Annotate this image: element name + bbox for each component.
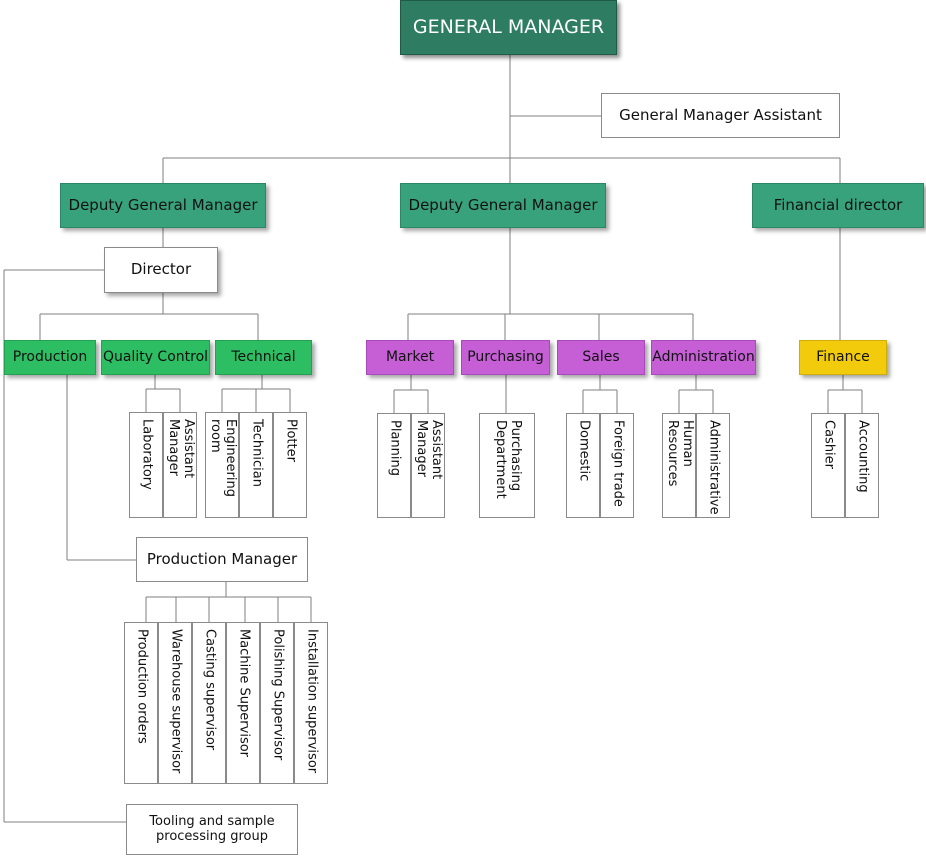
qc-child-label: Assistant Manager <box>166 419 196 479</box>
sales-child-label: Domestic <box>576 420 592 482</box>
market-box: Market <box>366 340 454 375</box>
technical-child-box: Plotter <box>273 412 307 518</box>
sales-box: Sales <box>557 340 645 375</box>
technical-child-label: Plotter <box>283 419 299 462</box>
sales-child-box: Foreign trade <box>600 413 634 518</box>
admin-child-label: Administrative <box>706 420 722 515</box>
finance-child-label: Cashier <box>821 420 837 470</box>
qc-child-box: Assistant Manager <box>163 412 197 518</box>
market-child-box: Assistant Manager <box>411 413 445 518</box>
production-manager-child-box: Polishing Supervisor <box>260 622 294 784</box>
deputy-gm-left-label: Deputy General Manager <box>68 195 258 214</box>
technical-child-box: Technician <box>239 412 273 518</box>
market-child-box: Planning <box>377 413 411 518</box>
general-manager-box: GENERAL MANAGER <box>400 0 617 55</box>
sales-child-label: Foreign trade <box>610 420 626 507</box>
general-manager-assistant-label: General Manager Assistant <box>619 105 822 124</box>
admin-child-label: Human Resources <box>665 420 695 487</box>
administration-box: Administration <box>651 340 756 375</box>
finance-child-box: Cashier <box>811 413 845 518</box>
deputy-gm-left-box: Deputy General Manager <box>60 183 266 228</box>
financial-director-box: Financial director <box>752 183 924 228</box>
production-manager-child-label: Casting supervisor <box>202 629 218 751</box>
technical-box: Technical <box>215 340 312 375</box>
deputy-gm-center-label: Deputy General Manager <box>408 195 598 214</box>
sales-label: Sales <box>582 349 620 366</box>
quality-control-label: Quality Control <box>102 349 209 366</box>
financial-director-label: Financial director <box>773 195 903 214</box>
production-manager-child-box: Production orders <box>124 622 158 784</box>
admin-child-box: Human Resources <box>662 413 696 518</box>
sales-child-box: Domestic <box>566 413 600 518</box>
technical-child-label: Technician <box>249 419 265 487</box>
general-manager-assistant-box: General Manager Assistant <box>601 93 840 138</box>
production-manager-child-label: Warehouse supervisor <box>168 629 184 774</box>
market-label: Market <box>385 349 435 366</box>
director-label: Director <box>130 260 192 279</box>
production-manager-child-label: Polishing Supervisor <box>270 629 286 761</box>
purchasing-child-label: Purchasing Department <box>493 420 523 499</box>
technical-child-box: Engineering room <box>205 412 239 518</box>
technical-child-label: Engineering room <box>208 419 238 497</box>
finance-label: Finance <box>816 349 870 366</box>
quality-control-box: Quality Control <box>101 340 210 375</box>
market-child-label: Assistant Manager <box>414 420 444 480</box>
production-manager-child-box: Machine Supervisor <box>226 622 260 784</box>
finance-child-box: Accounting <box>845 413 879 518</box>
technical-label: Technical <box>231 349 296 366</box>
finance-child-label: Accounting <box>855 420 871 493</box>
production-manager-label: Production Manager <box>146 549 298 568</box>
finance-box: Finance <box>799 340 887 375</box>
administration-label: Administration <box>652 349 755 366</box>
production-label: Production <box>12 349 88 366</box>
purchasing-child-box: Purchasing Department <box>479 413 535 518</box>
production-manager-child-box: Warehouse supervisor <box>158 622 192 784</box>
purchasing-label: Purchasing <box>467 349 544 366</box>
production-manager-child-label: Installation supervisor <box>304 629 320 774</box>
admin-child-box: Administrative <box>696 413 730 518</box>
deputy-gm-center-box: Deputy General Manager <box>400 183 606 228</box>
tooling-group-label: Tooling and sample processing group <box>149 813 275 844</box>
production-manager-child-box: Installation supervisor <box>294 622 328 784</box>
tooling-group-box: Tooling and sample processing group <box>126 804 298 855</box>
production-manager-child-label: Production orders <box>134 629 150 744</box>
purchasing-box: Purchasing <box>461 340 550 375</box>
production-manager-child-box: Casting supervisor <box>192 622 226 784</box>
market-child-label: Planning <box>387 420 403 476</box>
production-manager-box: Production Manager <box>136 537 308 582</box>
qc-child-label: Laboratory <box>139 419 155 490</box>
director-box: Director <box>104 247 218 293</box>
general-manager-label: GENERAL MANAGER <box>412 15 605 38</box>
production-manager-child-label: Machine Supervisor <box>236 629 252 758</box>
production-box: Production <box>4 340 96 375</box>
qc-child-box: Laboratory <box>129 412 163 518</box>
